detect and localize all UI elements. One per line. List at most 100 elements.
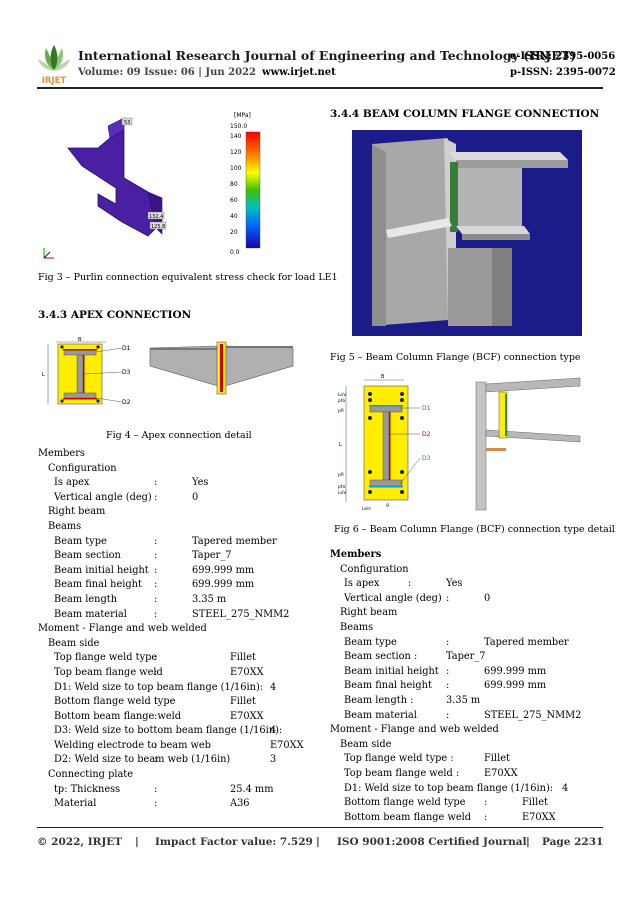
axis-triad-icon xyxy=(43,248,54,259)
item-label: Bottom flange weld type xyxy=(344,797,466,809)
colorbar-tick-label: 100 xyxy=(230,165,242,172)
list-item: Moment - Flange and web welded xyxy=(330,723,605,738)
footer-sep-1: | xyxy=(135,836,139,848)
fig6-label-pfo-bottom: pfo xyxy=(338,484,345,490)
list-item: Beam type:Tapered member xyxy=(330,636,605,651)
item-label: Top beam flange weld xyxy=(54,666,163,678)
leaf-icon xyxy=(38,45,70,71)
item-label: Right beam xyxy=(48,506,106,518)
item-label: Beam type xyxy=(344,636,397,648)
item-value: Yes xyxy=(192,477,209,489)
item-label: Members xyxy=(38,448,85,459)
item-separator: : xyxy=(446,709,450,721)
list-item: Beam length :3.35 m xyxy=(330,694,605,709)
fig3-colorbar xyxy=(245,131,261,249)
item-value: Yes xyxy=(446,578,463,590)
item-separator: : xyxy=(154,739,158,751)
item-separator: : xyxy=(154,491,158,503)
list-item: Bottom flange weld type: Fillet xyxy=(38,695,323,710)
list-item: Beam material:STEEL_275_NMM2 xyxy=(38,608,323,623)
item-value: 0 xyxy=(484,592,491,604)
item-label: Bottom flange weld type xyxy=(54,696,176,708)
footer-page: Page 2231 xyxy=(542,836,604,848)
list-item: Vertical angle (deg):0 xyxy=(330,592,605,607)
item-label: Beam side xyxy=(48,637,100,649)
list-item: Connecting plate xyxy=(38,768,323,783)
list-item: Is apex:Yes xyxy=(330,577,605,592)
item-label: Moment - Flange and web welded xyxy=(330,724,499,736)
item-label: Beams xyxy=(340,621,374,633)
item-value: Fillet xyxy=(230,696,256,708)
item-label: Beam length : xyxy=(344,694,414,706)
item-label: Beams xyxy=(48,520,82,532)
item-separator: : xyxy=(484,797,488,809)
item-value: 3 xyxy=(270,754,277,766)
list-item: Beam section:Taper_7 xyxy=(38,549,323,564)
item-separator: : xyxy=(154,477,158,489)
item-value: E70XX xyxy=(484,767,518,779)
list-item: Top beam flange weld : E70XX xyxy=(330,767,605,782)
list-item: Vertical angle (deg):0 xyxy=(38,491,323,506)
fig4-label-d1: D1 xyxy=(122,345,131,352)
item-label: Members xyxy=(330,549,382,560)
item-separator: : xyxy=(446,680,450,692)
item-separator: : xyxy=(446,665,450,677)
item-separator: : xyxy=(154,652,158,664)
footer-sep-2: | xyxy=(316,836,320,848)
colorbar-tick-label: 150.0 xyxy=(230,123,247,130)
item-value: E70XX xyxy=(230,710,264,722)
item-separator: : xyxy=(484,811,488,823)
list-item: Moment - Flange and web welded xyxy=(38,622,323,637)
fig3-unit: [MPa] xyxy=(234,112,251,119)
item-label: D3: Weld size to bottom beam flange (1/1… xyxy=(54,725,283,737)
logo-text: IRJET xyxy=(42,76,67,86)
list-item: Members xyxy=(330,548,605,563)
list-item: Welding electrode to beam web:E70XX xyxy=(38,739,323,754)
fig6-label-lev-top: LeV xyxy=(338,392,347,398)
list-item: D1: Weld size to top beam flange (1/16in… xyxy=(330,782,605,797)
irjet-logo: IRJET xyxy=(38,45,70,86)
list-item: Members xyxy=(38,447,323,462)
fig6-label-d2: D2 xyxy=(422,431,431,438)
list-item: Beam type:Tapered member xyxy=(38,535,323,550)
item-label: Is apex xyxy=(54,477,90,489)
colorbar-tick-label: 120 xyxy=(230,149,242,156)
fig3-tag-1: 53 xyxy=(124,120,130,126)
item-label: Top beam flange weld : xyxy=(344,767,460,779)
section-3-4-3-heading: 3.4.3 APEX CONNECTION xyxy=(38,309,192,321)
fig6-label-d3: D3 xyxy=(422,455,431,462)
item-value: 4 xyxy=(562,782,569,794)
website-link[interactable]: www.irjet.net xyxy=(262,67,336,78)
fig3-tag-2: 132.4 xyxy=(149,214,163,220)
item-separator: : xyxy=(154,696,158,708)
item-label: Beam length xyxy=(54,593,118,605)
list-item: Beams xyxy=(38,520,323,535)
item-label: Top flange weld type xyxy=(54,652,158,664)
item-value: Fillet xyxy=(484,753,510,765)
fig3-caption: Fig 3 – Purlin connection equivalent str… xyxy=(38,272,338,283)
colorbar-tick-label: 80 xyxy=(230,181,238,188)
list-item: Material:A36 xyxy=(38,797,323,812)
colorbar-tick-label: 140 xyxy=(230,133,242,140)
fig3-stress-plot: 53 132.4 125.8 [MPa] 150.014012010080604… xyxy=(38,108,308,268)
item-separator: : xyxy=(154,579,158,591)
fig5-bcf-3d-view xyxy=(352,130,582,336)
item-separator: : xyxy=(154,608,158,620)
item-value: Taper_7 xyxy=(192,550,232,562)
list-item: Beam material:STEEL_275_NMM2 xyxy=(330,709,605,724)
fig6-label-pfi-top: pfi xyxy=(338,408,344,414)
list-item: Top flange weld type:Fillet xyxy=(38,651,323,666)
list-item: Bottom beam flange weld:E70XX xyxy=(38,710,323,725)
fig4-label-d3: D3 xyxy=(122,369,131,376)
list-item: Top beam flange weld:E70XX xyxy=(38,666,323,681)
list-item: D1: Weld size to top beam flange (1/16in… xyxy=(38,681,323,696)
fig6-bcf-detail: B LeV pfo pfi L pfi pfo LeV D1 D2 D3 g L… xyxy=(338,374,581,512)
item-label: Beam initial height xyxy=(54,564,149,576)
fig6-label-leh: LeH xyxy=(362,506,371,512)
list-item: Beam section :Taper_7 xyxy=(330,650,605,665)
fig4-caption: Fig 4 – Apex connection detail xyxy=(106,430,252,441)
item-label: Welding electrode to beam web xyxy=(54,739,211,751)
